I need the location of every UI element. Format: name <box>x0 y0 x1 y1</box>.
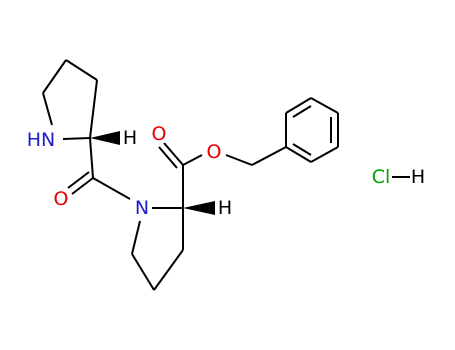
ester-o-ch2-bond <box>225 154 253 166</box>
ring-bond <box>42 59 67 94</box>
benzene-ring <box>285 97 339 163</box>
ring-bond <box>62 137 91 140</box>
aromatic-double-bond <box>292 105 312 118</box>
amine-pyrrolidine-ring <box>42 59 98 140</box>
stereo-wedge <box>183 201 215 215</box>
ring-bond <box>153 249 184 291</box>
alpha-to-carbonyl-bond <box>89 137 94 179</box>
amide-nitrogen-label: N <box>135 197 149 219</box>
amine-h-label: H <box>123 127 137 149</box>
ester-c-o-bond <box>182 154 203 166</box>
stereo-wedge <box>90 131 120 145</box>
ring-bond <box>65 59 98 81</box>
carbonyl-oxygen-label: O <box>152 123 167 145</box>
amine-nh-label: HN <box>27 129 56 151</box>
amide-oxygen-label: O <box>54 188 69 210</box>
ring-bond <box>42 92 53 126</box>
hcl-hydrogen-label: H <box>411 166 425 188</box>
ch2-phenyl-bond <box>251 146 287 166</box>
ring-bond <box>131 253 155 291</box>
chlorine-label: Cl <box>372 166 391 188</box>
ester-carbonyl-double-bond <box>158 142 184 169</box>
ring-bond <box>89 79 98 139</box>
ring-bond <box>131 220 141 255</box>
proline-pyrrolidine-ring <box>131 207 184 291</box>
ester-oxygen-label: O <box>207 141 222 163</box>
alpha-h-label: H <box>218 197 232 219</box>
aromatic-double-bond <box>292 143 312 156</box>
amide-c-n-bond <box>92 177 131 200</box>
amide-carbonyl-double-bond <box>67 171 94 195</box>
